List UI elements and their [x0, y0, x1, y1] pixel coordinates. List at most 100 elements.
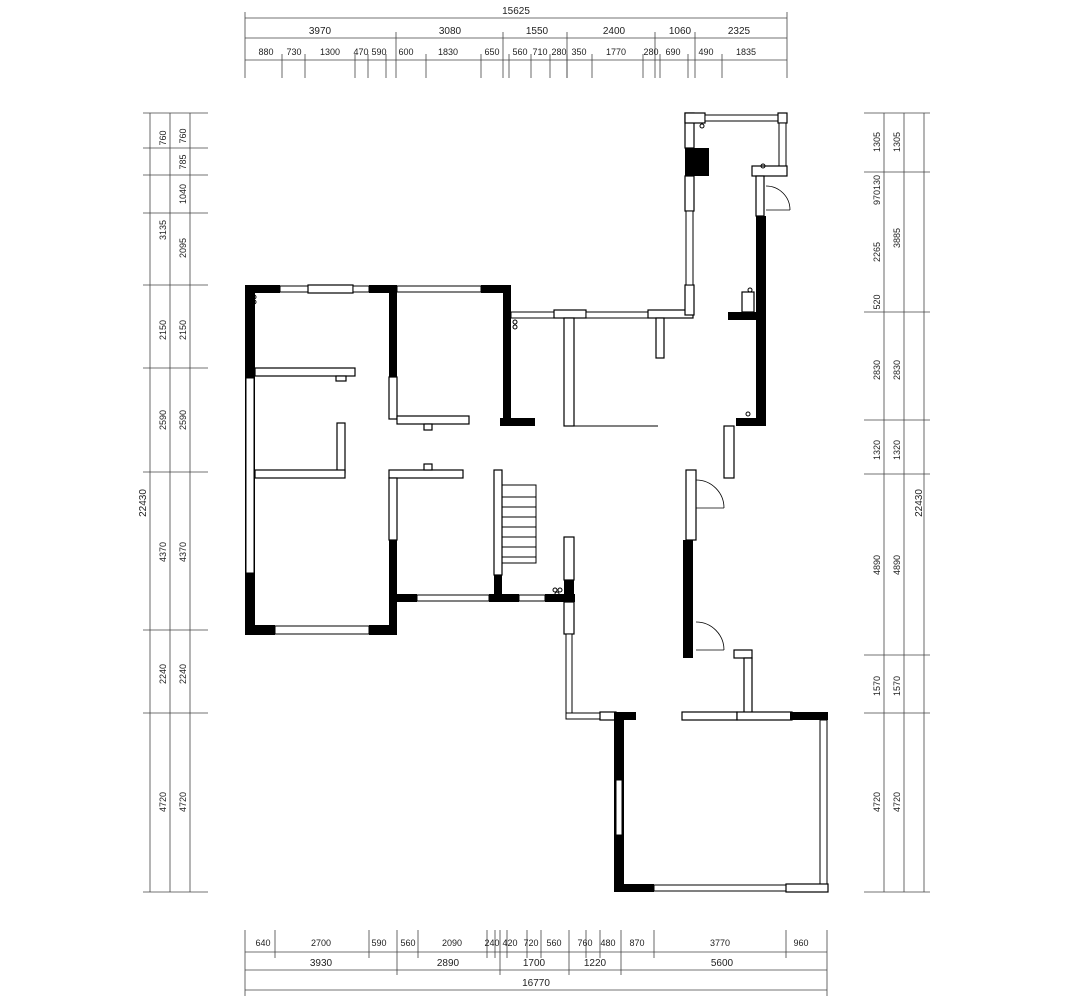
bottom-small-dim: 640 [255, 938, 270, 948]
wall [563, 536, 575, 581]
bottom-dim-5600: 5600 [711, 958, 734, 969]
top-small-dim: 1300 [320, 47, 340, 57]
walls [245, 112, 829, 893]
wall [785, 883, 829, 893]
top-small-dim: 470 [353, 47, 368, 57]
left-outer-dim: 760 [158, 130, 168, 145]
wall [599, 711, 617, 721]
left-inner-dim: 2590 [178, 410, 188, 430]
right-dimension-chain: 1305 970130 2265 520 2830 1320 4890 1570… [864, 112, 930, 893]
top-dim-2325: 2325 [728, 26, 751, 37]
wall [500, 418, 535, 426]
wall [553, 309, 587, 319]
left-inner-dim: 785 [178, 154, 188, 169]
wall [307, 284, 354, 294]
wall [685, 148, 709, 176]
window [653, 884, 787, 892]
wall [614, 712, 636, 720]
top-dim-1550: 1550 [526, 26, 549, 37]
window [396, 285, 482, 293]
wall [369, 625, 397, 635]
wall [388, 376, 398, 420]
left-inner-dim: 760 [178, 128, 188, 143]
right-total-dim: 22430 [914, 489, 925, 517]
wall [684, 112, 706, 124]
wall [756, 216, 766, 236]
wall [743, 657, 753, 715]
right-outer-dim: 1570 [892, 676, 902, 696]
bottom-dimension-chain: 640 2700 590 560 2090 240 420 720 560 76… [244, 930, 828, 996]
bottom-dim-1700: 1700 [523, 958, 546, 969]
bottom-small-dim: 560 [546, 938, 561, 948]
window [274, 625, 370, 635]
staircase [501, 484, 537, 564]
window [245, 377, 255, 574]
left-total-dim: 22430 [138, 489, 149, 517]
wall [369, 285, 397, 293]
window [704, 114, 781, 122]
wall [733, 649, 753, 659]
top-dim-2400: 2400 [603, 26, 626, 37]
bottom-dim-1220: 1220 [584, 958, 607, 969]
right-inner-dim: 1570 [872, 676, 882, 696]
wall [777, 112, 788, 124]
window [565, 633, 573, 715]
right-outer-dim: 3885 [892, 228, 902, 248]
wall [389, 287, 397, 377]
left-outer-dim: 4370 [158, 542, 168, 562]
top-small-dim: 280 [551, 47, 566, 57]
right-outer-dim: 2830 [892, 360, 902, 380]
wall [245, 285, 280, 293]
wall [728, 312, 758, 320]
wall [545, 594, 575, 602]
top-dimension-chain: 15625 3970 3080 1550 2400 1060 2325 880 … [244, 6, 788, 78]
wall [336, 422, 346, 474]
right-inner-dim: 4890 [872, 555, 882, 575]
top-dim-3970: 3970 [309, 26, 332, 37]
wall [389, 540, 397, 635]
right-inner-dim: 2265 [872, 242, 882, 262]
bottom-small-dim: 240 [484, 938, 499, 948]
bottom-small-dim: 590 [371, 938, 386, 948]
window [352, 285, 370, 293]
right-inner-dim: 520 [872, 294, 882, 309]
wall [751, 165, 788, 177]
window [819, 719, 828, 891]
left-outer-dim: 3135 [158, 220, 168, 240]
bottom-small-dim: 760 [577, 938, 592, 948]
window [565, 712, 601, 720]
top-dim-3080: 3080 [439, 26, 462, 37]
top-small-dim: 690 [665, 47, 680, 57]
window [615, 779, 623, 836]
wall [655, 317, 665, 359]
right-inner-dim: 2830 [872, 360, 882, 380]
right-inner-dim: 1320 [872, 440, 882, 460]
top-small-dim: 560 [512, 47, 527, 57]
wall [685, 469, 697, 541]
wall [254, 469, 346, 479]
top-small-dim: 710 [532, 47, 547, 57]
wall [563, 601, 575, 635]
top-small-dim: 600 [398, 47, 413, 57]
right-inner-dim: 4720 [872, 792, 882, 812]
bottom-small-dim: 560 [400, 938, 415, 948]
window [510, 311, 557, 319]
window [416, 594, 490, 602]
wall [756, 236, 766, 426]
wall [736, 711, 793, 721]
bottom-small-dim: 2700 [311, 938, 331, 948]
window [778, 122, 787, 169]
bottom-small-dim: 720 [523, 938, 538, 948]
wall [741, 291, 755, 313]
window [685, 210, 694, 286]
bottom-small-dim: 420 [502, 938, 517, 948]
wall [254, 367, 356, 377]
top-total-dim: 15625 [502, 6, 530, 17]
wall [563, 317, 575, 427]
top-small-dim: 880 [258, 47, 273, 57]
left-inner-dim: 4720 [178, 792, 188, 812]
window [279, 285, 309, 293]
top-small-dim: 590 [371, 47, 386, 57]
wall [736, 418, 766, 426]
